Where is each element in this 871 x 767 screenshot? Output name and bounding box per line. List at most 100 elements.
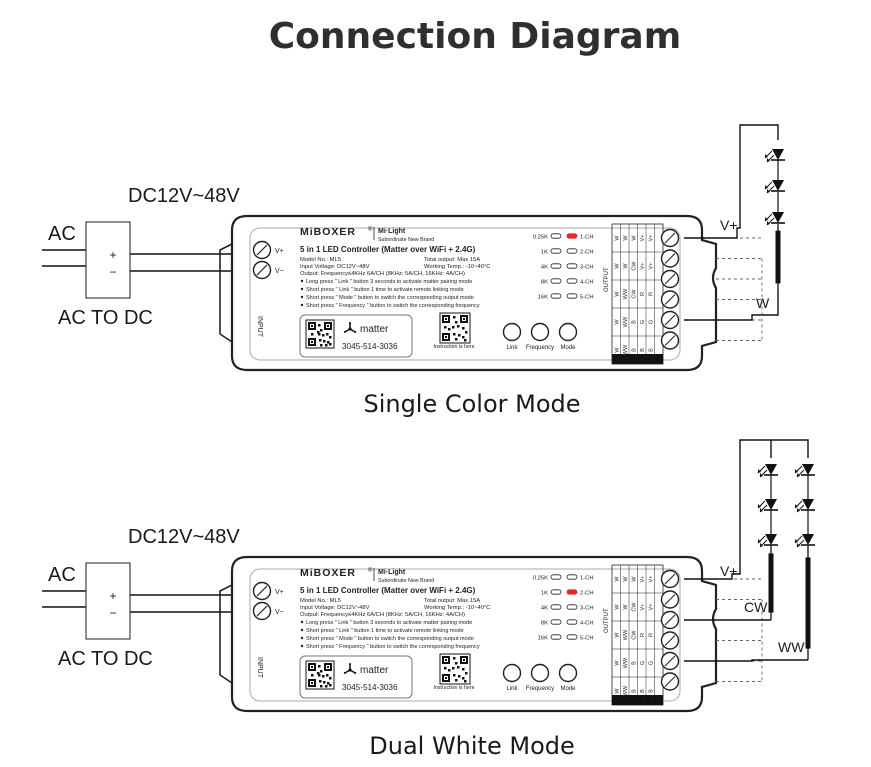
model-number: Model No.: ML5 <box>300 257 341 263</box>
brand-logo: MiBOXER <box>300 567 356 579</box>
output-row-number: 3 <box>633 699 636 705</box>
output-cell: W <box>614 660 620 666</box>
ac-label: AC <box>48 564 76 586</box>
matter-label: matter <box>360 324 389 335</box>
output-cell: CW <box>631 630 637 640</box>
output-cell: W <box>614 632 620 638</box>
converter-minus: − <box>109 606 116 620</box>
matter-icon <box>343 663 357 675</box>
input-voltage: Input Voltage: DC12V~48V <box>300 264 370 270</box>
link-button[interactable] <box>502 322 522 342</box>
strip-label-vplus: V+ <box>720 217 738 233</box>
output-cell: W <box>623 263 629 269</box>
output-cell: B <box>631 320 637 324</box>
channel-indicator <box>566 293 578 299</box>
led-icon <box>764 149 785 163</box>
output-cell: R <box>648 292 654 296</box>
product-title: 5 in 1 LED Controller (Matter over WiFi … <box>300 586 476 595</box>
frequency-indicator <box>550 574 562 580</box>
terminal-minus-label: V− <box>275 609 284 616</box>
output-row-number: 1 <box>616 358 619 364</box>
output-cell: WW <box>623 685 629 696</box>
instruction-qr-code <box>439 312 471 344</box>
matter-qr-code <box>305 319 335 349</box>
mode-button[interactable] <box>558 663 578 683</box>
channel-label: 1-CH <box>580 235 594 241</box>
frequency-indicator <box>550 263 562 269</box>
output-cell: V+ <box>648 235 654 242</box>
output-cell: CW <box>631 602 637 612</box>
instruction-note: Short press " Mode " button to switch th… <box>306 636 474 642</box>
channel-indicator <box>566 574 578 580</box>
channel-indicator <box>566 248 578 254</box>
output-label: OUTPUT <box>604 608 610 633</box>
mode-label: Single Color Mode <box>363 390 580 418</box>
channel-label: 1-CH <box>580 576 594 582</box>
led-icon <box>794 499 815 513</box>
frequency-button[interactable] <box>530 322 550 342</box>
output-row-number: 4 <box>642 699 645 705</box>
led-icon <box>794 534 815 548</box>
output-cell: G <box>640 320 646 324</box>
output-cell: CW <box>631 261 637 271</box>
output-cell: CW <box>631 289 637 299</box>
output-cell: W <box>631 235 637 241</box>
led-icon <box>764 180 785 194</box>
frequency-label: 4K <box>541 265 548 271</box>
input-label: INPUT <box>256 657 263 679</box>
link-button[interactable] <box>502 663 522 683</box>
terminal-minus-label: V− <box>275 268 284 275</box>
output-cell: V+ <box>640 235 646 242</box>
brand-logo: MiBOXER <box>300 226 356 238</box>
output-label: OUTPUT <box>604 267 610 292</box>
resistor-icon <box>775 230 781 284</box>
channel-indicator <box>566 278 578 284</box>
supply-voltage-label: DC12V~48V <box>128 526 240 548</box>
frequency-label: 1K <box>541 591 548 597</box>
led-icon <box>757 499 778 513</box>
matter-code: 3045-514-3036 <box>342 342 398 351</box>
instruction-note: Short press " Link " button 1 time to ac… <box>306 287 464 293</box>
mode-label: Dual White Mode <box>369 732 575 760</box>
frequency-indicator <box>550 278 562 284</box>
output-cell: WW <box>623 657 629 668</box>
frequency-indicator <box>550 604 562 610</box>
ac-label: AC <box>48 223 76 245</box>
instruction-note: Short press " Link " button 1 time to ac… <box>306 628 464 634</box>
frequency-label: 0.25K <box>533 576 548 582</box>
total-output: Total output: Max 15A <box>424 257 480 263</box>
frequency-label: 0.25K <box>533 235 548 241</box>
ac-dc-converter <box>85 221 131 299</box>
frequency-button[interactable] <box>530 663 550 683</box>
terminal-plus-label: V+ <box>275 589 284 596</box>
frequency-label: 8K <box>541 280 548 286</box>
mode-button-label: Mode <box>560 686 576 692</box>
link-button-label: Link <box>506 345 518 351</box>
output-cell: W <box>614 291 620 297</box>
output-cell: W <box>614 347 620 353</box>
channel-indicator <box>566 263 578 269</box>
frequency-label: 16K <box>538 295 548 301</box>
output-cell: W <box>614 688 620 694</box>
output-cell: B <box>640 689 646 693</box>
output-cell: V+ <box>648 263 654 270</box>
input-label: INPUT <box>256 316 263 338</box>
matter-icon <box>343 322 357 334</box>
output-cell: WW <box>623 316 629 327</box>
output-row-number: 2 <box>625 358 628 364</box>
terminal-plus-label: V+ <box>275 248 284 255</box>
frequency-indicator <box>550 619 562 625</box>
mode-button[interactable] <box>558 322 578 342</box>
led-icon <box>757 534 778 548</box>
led-icon <box>794 464 815 478</box>
frequency-indicator <box>550 589 562 595</box>
output-cell: W <box>623 235 629 241</box>
output-cell: V+ <box>648 576 654 583</box>
converter-label: AC TO DC <box>58 648 153 670</box>
frequency-indicator <box>550 293 562 299</box>
output-cell: G <box>648 320 654 324</box>
single-color-panel: AC+−AC TO DCDC12V~48VV+V−INPUTMiBOXER®Mi… <box>42 124 785 418</box>
working-temp: Working Temp.: -10~40°C <box>424 605 490 611</box>
